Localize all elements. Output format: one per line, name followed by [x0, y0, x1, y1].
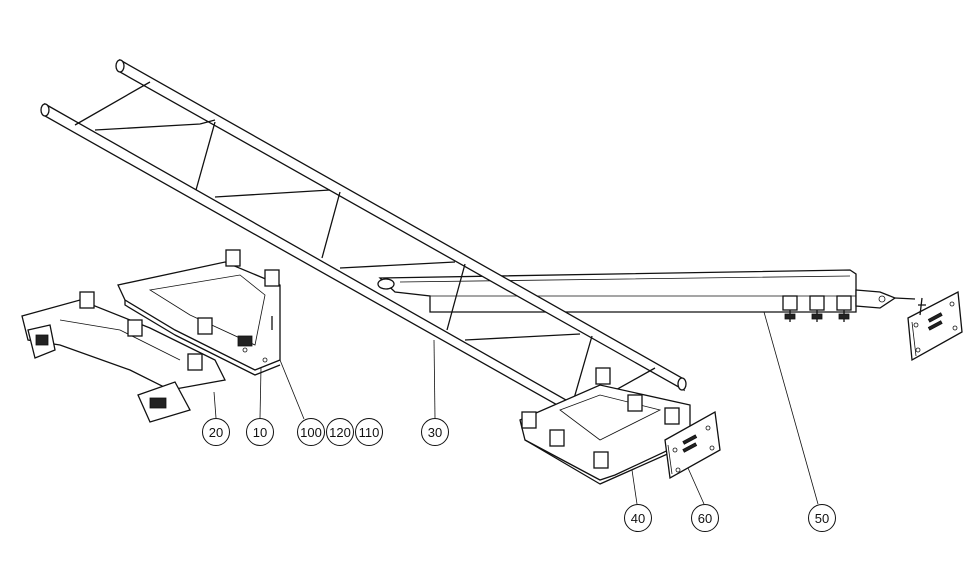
balloon-20: 20 — [202, 418, 230, 446]
part-20-bracket — [21, 291, 226, 423]
leader-lines — [213, 311, 819, 505]
end-plate-right — [907, 290, 963, 362]
balloon-60: 60 — [691, 504, 719, 532]
balloon-10: 10 — [246, 418, 274, 446]
part-50-beam — [377, 269, 916, 322]
part-40-base-plate — [519, 367, 691, 485]
balloon-120: 120 — [326, 418, 354, 446]
balloon-100: 100 — [297, 418, 325, 446]
balloon-40: 40 — [624, 504, 652, 532]
balloon-30: 30 — [421, 418, 449, 446]
part-60-plate — [664, 410, 721, 480]
part-30-truss — [40, 58, 687, 439]
balloon-50: 50 — [808, 504, 836, 532]
balloon-110: 110 — [355, 418, 383, 446]
beam-clamps — [782, 295, 852, 322]
part-10-plate — [117, 249, 281, 376]
